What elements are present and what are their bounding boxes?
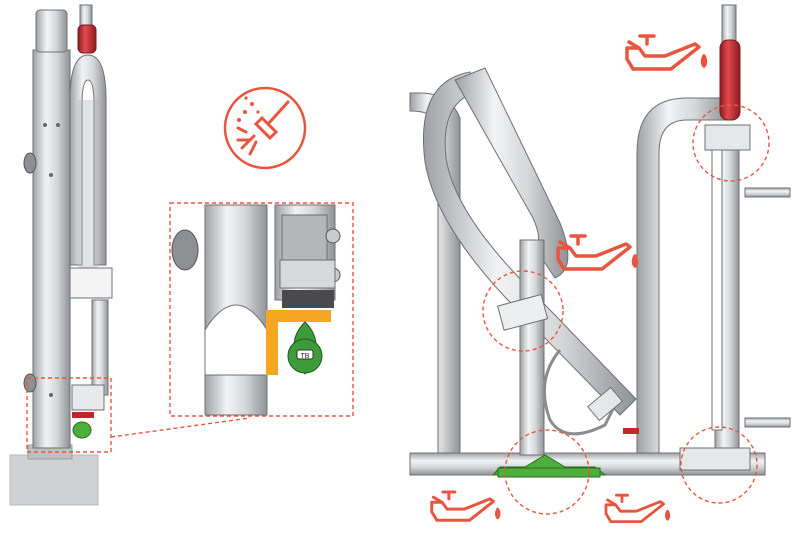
orange-bracket — [266, 310, 331, 375]
lube-point-bottom-right — [680, 426, 758, 504]
tag-text: TB — [301, 353, 310, 360]
callout-box-small — [26, 377, 112, 453]
lube-point-top — [692, 104, 770, 182]
red-grip-right — [719, 39, 741, 121]
oil-can-icon — [556, 234, 639, 271]
post-base — [9, 454, 99, 506]
oil-can-icon — [625, 34, 708, 71]
oil-can-icon — [429, 490, 501, 523]
green-drop-large: TB — [287, 321, 323, 375]
lube-point-clamp — [482, 270, 564, 352]
lube-point-markers — [482, 104, 770, 515]
oil-can-icon — [604, 493, 671, 524]
red-grip-left — [77, 24, 97, 54]
main-column — [32, 49, 71, 449]
zoom-detail: TB — [169, 202, 354, 417]
brush-spray-icon — [223, 86, 307, 170]
right-frame-view — [409, 4, 791, 478]
green-drop-small — [72, 421, 92, 439]
lube-point-foot — [504, 429, 590, 515]
callout-leader — [110, 417, 251, 438]
left-post-view — [9, 4, 251, 506]
